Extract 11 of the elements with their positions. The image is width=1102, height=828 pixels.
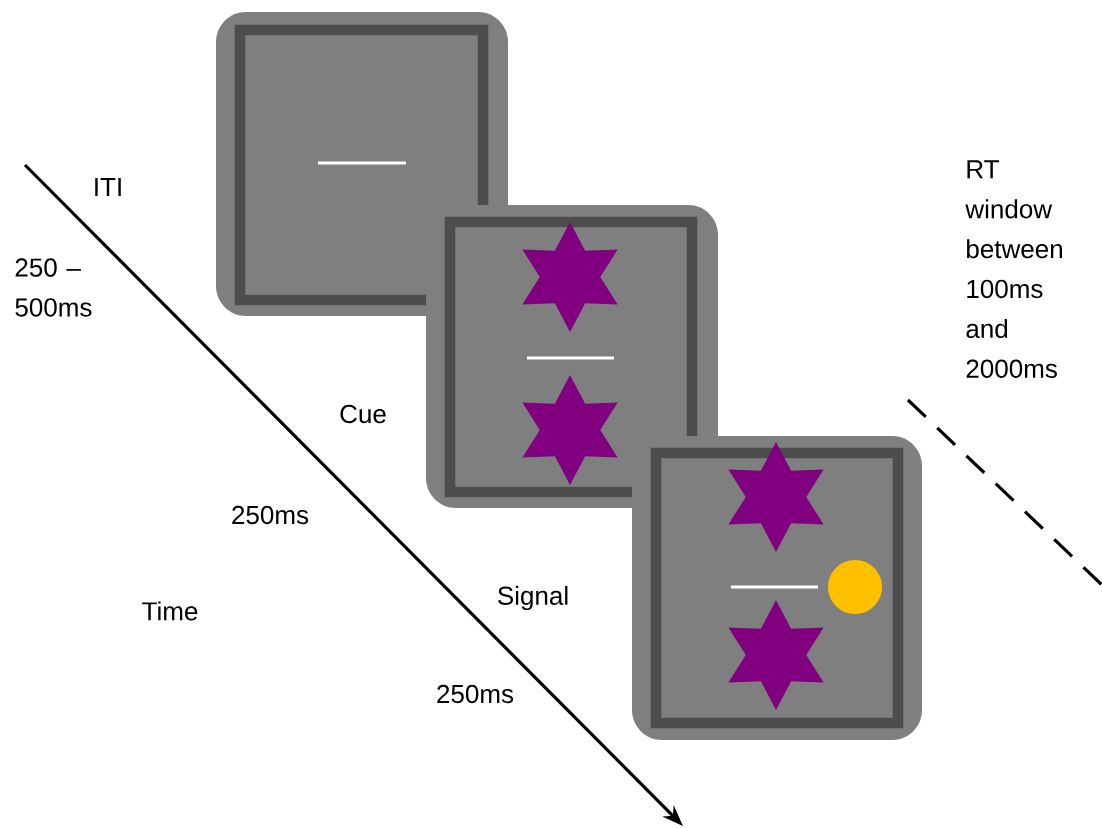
duration-label: 250 – 500ms xyxy=(15,258,92,317)
duration-label: 250ms xyxy=(232,505,309,525)
time-label: Time xyxy=(142,601,198,621)
interval-label: ITI xyxy=(95,178,121,196)
phase-label: Cue xyxy=(340,404,386,424)
duration-label: 250ms xyxy=(437,684,514,704)
stimulus-screen-drawing xyxy=(426,205,718,508)
stimulus-screen-drawing xyxy=(632,436,922,740)
phase-label: Signal xyxy=(498,585,568,611)
response-window-label: RT window between 100ms and 2000ms xyxy=(965,160,1062,378)
stimulus-screen-drawing xyxy=(216,12,508,316)
